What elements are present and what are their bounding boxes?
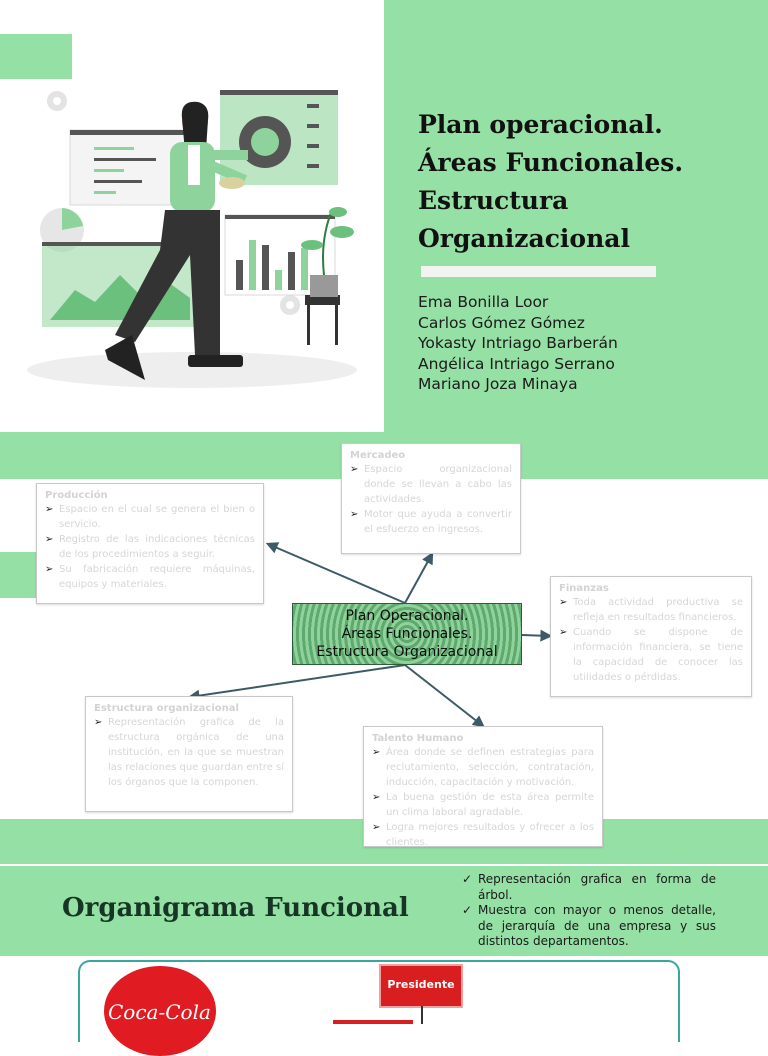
card-item: Espacio en el cual se genera el bien o s… bbox=[45, 502, 255, 532]
card-title: Mercadeo bbox=[350, 450, 406, 461]
org-connector bbox=[421, 1006, 423, 1024]
organigrama-title: Organigrama Funcional bbox=[62, 893, 409, 923]
card-item: Toda actividad productiva se refleja en … bbox=[559, 595, 743, 625]
presentation-title: Plan operacional. Áreas Funcionales. Est… bbox=[418, 110, 684, 253]
card-item: Cuando se dispone de información financi… bbox=[559, 625, 743, 685]
logo-text: Coca-Cola bbox=[108, 1000, 211, 1024]
connector-talento bbox=[404, 664, 485, 728]
pie-chart-icon bbox=[40, 208, 84, 252]
author-list: Ema Bonilla Loor Carlos Gómez Gómez Yoka… bbox=[418, 292, 748, 395]
card-item: Área donde se definen estrategias para r… bbox=[372, 745, 594, 790]
connector-mercadeo bbox=[404, 551, 434, 604]
woman-with-dashboard-illustration bbox=[27, 90, 357, 388]
title-divider-bar bbox=[421, 266, 656, 277]
card-item: Logra mejores resultados y ofrecer a los… bbox=[372, 820, 594, 846]
dashboard-panel-bars bbox=[224, 214, 336, 296]
connector-produccion bbox=[265, 542, 406, 604]
org-node-partial bbox=[333, 1020, 413, 1024]
card-item: Espacio organizacional donde se llevan a… bbox=[350, 462, 512, 507]
card-title: Producción bbox=[45, 490, 108, 501]
author-name: Angélica Intriago Serrano bbox=[418, 354, 615, 373]
card-estructura-organizacional: Estructura organizacional Representación… bbox=[85, 696, 293, 812]
green-tab-decoration bbox=[0, 34, 72, 79]
dashboard-panel-donut bbox=[220, 90, 338, 185]
card-item: Motor que ayuda a convertir el esfuerzo … bbox=[350, 507, 512, 537]
side-green-tab bbox=[0, 552, 36, 598]
card-title: Talento Humano bbox=[372, 733, 464, 744]
card-talento-humano: Talento Humano Área donde se definen est… bbox=[363, 726, 603, 847]
author-name: Carlos Gómez Gómez bbox=[418, 313, 585, 332]
central-topic-box: Plan Operacional. Áreas Funcionales. Est… bbox=[292, 603, 522, 665]
check-bullet: Muestra con mayor o menos detalle, de je… bbox=[462, 903, 716, 950]
org-chart-frame bbox=[78, 960, 680, 1042]
card-finanzas: Finanzas Toda actividad productiva se re… bbox=[550, 576, 752, 697]
card-produccion: Producción Espacio en el cual se genera … bbox=[36, 483, 264, 604]
connector-estructura bbox=[187, 664, 406, 702]
card-item: Registro de las indicaciones técnicas de… bbox=[45, 532, 255, 562]
floor-shadow bbox=[27, 352, 357, 388]
mindmap-connectors bbox=[187, 542, 553, 728]
central-topic-line: Estructura Organizacional bbox=[316, 644, 498, 660]
central-topic-line: Plan Operacional. bbox=[345, 608, 469, 624]
author-name: Mariano Joza Minaya bbox=[418, 375, 578, 393]
card-mercadeo: Mercadeo Espacio organizacional donde se… bbox=[341, 443, 521, 554]
card-item: La buena gestión de esta área permite un… bbox=[372, 790, 594, 820]
woman-figure bbox=[105, 101, 248, 380]
org-node-presidente: Presidente bbox=[381, 966, 461, 1006]
central-topic-line: Áreas Funcionales. bbox=[341, 626, 473, 642]
card-item: Su fabricación requiere máquinas, equipo… bbox=[45, 562, 255, 592]
author-name: Yokasty Intriago Barberán bbox=[418, 334, 618, 352]
coca-cola-logo: Coca-Cola bbox=[104, 966, 216, 1056]
connector-finanzas bbox=[521, 629, 553, 642]
card-item: Representación grafica de la estructura … bbox=[94, 715, 284, 790]
plant-icon bbox=[301, 207, 354, 345]
organigrama-bullets: Representación grafica en forma de árbol… bbox=[462, 872, 716, 950]
gear-icon bbox=[280, 295, 300, 315]
card-title: Estructura organizacional bbox=[94, 703, 239, 714]
check-bullet: Representación grafica en forma de árbol… bbox=[462, 872, 716, 903]
author-name: Ema Bonilla Loor bbox=[418, 293, 549, 311]
title-panel-background bbox=[384, 0, 768, 432]
card-title: Finanzas bbox=[559, 583, 609, 594]
gear-icon bbox=[47, 91, 67, 111]
